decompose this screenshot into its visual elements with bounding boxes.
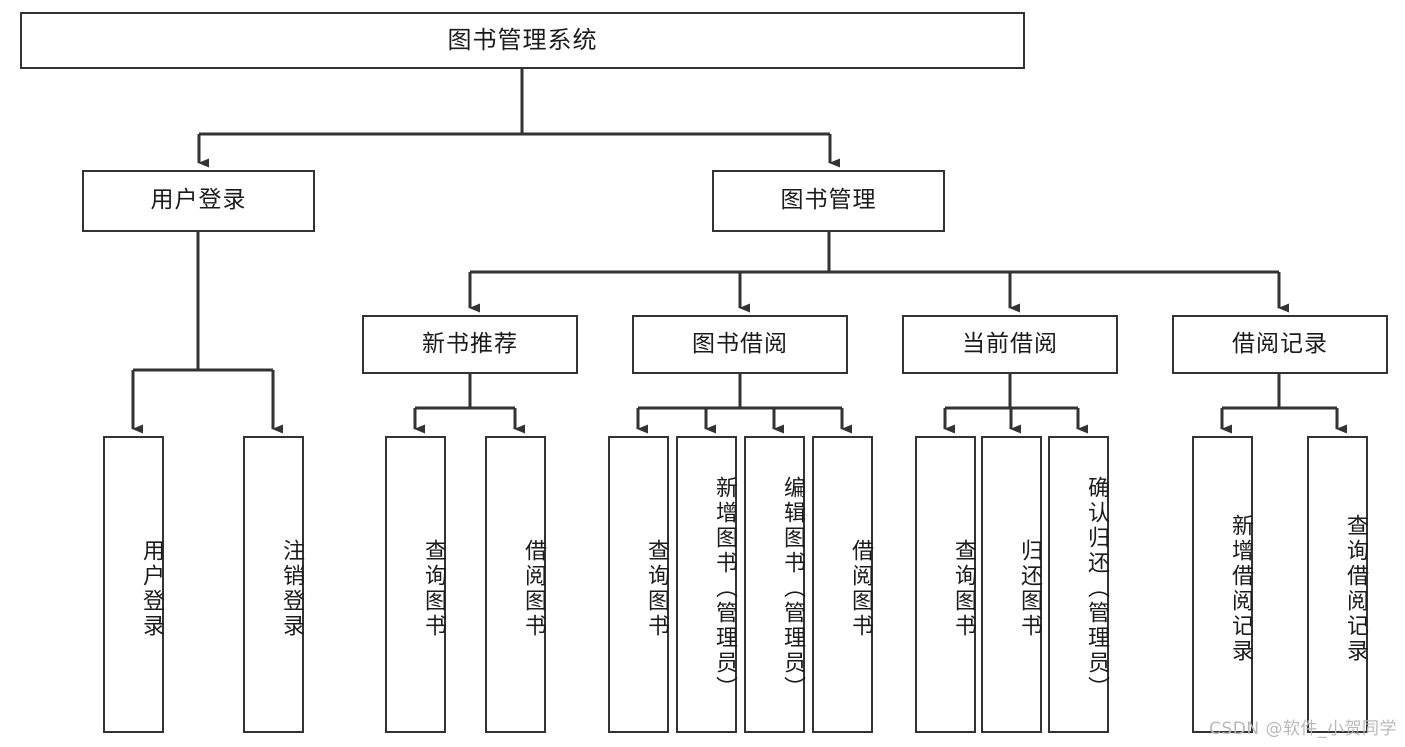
node-label: 借阅记录	[1232, 330, 1328, 357]
node-label: 新增图书（管理员）	[712, 476, 737, 701]
node-label: 查询图书	[951, 538, 976, 639]
leaf-return-book[interactable]: 归还图书	[981, 436, 1042, 733]
node-label: 图书管理	[780, 187, 877, 214]
node-root-book-management-system[interactable]: 图书管理系统	[20, 12, 1025, 69]
node-borrow-record[interactable]: 借阅记录	[1172, 315, 1388, 374]
node-new-book-recommend[interactable]: 新书推荐	[362, 315, 578, 374]
node-label: 确认归还（管理员）	[1084, 476, 1109, 701]
node-label: 图书借阅	[692, 330, 788, 357]
node-label: 新增借阅记录	[1228, 513, 1253, 664]
node-label: 查询图书	[421, 538, 446, 639]
leaf-borrow-book-recommend[interactable]: 借阅图书	[485, 436, 546, 733]
node-label: 新书推荐	[422, 330, 518, 357]
node-book-borrow[interactable]: 图书借阅	[632, 315, 848, 374]
leaf-borrow-book[interactable]: 借阅图书	[812, 436, 873, 733]
node-label: 借阅图书	[848, 538, 873, 639]
node-book-management[interactable]: 图书管理	[712, 170, 945, 232]
leaf-logout-login[interactable]: 注销登录	[243, 436, 304, 733]
node-label: 用户登录	[150, 187, 247, 214]
node-label: 图书管理系统	[447, 26, 598, 55]
node-label: 查询图书	[644, 538, 669, 639]
node-label: 编辑图书（管理员）	[780, 476, 805, 701]
leaf-query-book-recommend[interactable]: 查询图书	[385, 436, 446, 733]
leaf-query-book-borrow[interactable]: 查询图书	[608, 436, 669, 733]
leaf-user-login[interactable]: 用户登录	[103, 436, 164, 733]
leaf-confirm-return-admin[interactable]: 确认归还（管理员）	[1048, 436, 1109, 733]
leaf-add-borrow-record[interactable]: 新增借阅记录	[1192, 436, 1253, 733]
leaf-query-book-current[interactable]: 查询图书	[915, 436, 976, 733]
watermark-text: CSDN @软件_小贺同学	[1209, 719, 1397, 739]
leaf-edit-book-admin[interactable]: 编辑图书（管理员）	[744, 436, 805, 733]
node-label: 用户登录	[139, 538, 164, 639]
leaf-query-borrow-record[interactable]: 查询借阅记录	[1307, 436, 1368, 733]
node-user-login[interactable]: 用户登录	[82, 170, 315, 232]
node-label: 当前借阅	[962, 330, 1058, 357]
node-label: 归还图书	[1017, 538, 1042, 639]
node-label: 借阅图书	[521, 538, 546, 639]
leaf-add-book-admin[interactable]: 新增图书（管理员）	[676, 436, 737, 733]
node-current-borrow[interactable]: 当前借阅	[902, 315, 1118, 374]
node-label: 注销登录	[279, 538, 304, 639]
node-label: 查询借阅记录	[1343, 513, 1368, 664]
